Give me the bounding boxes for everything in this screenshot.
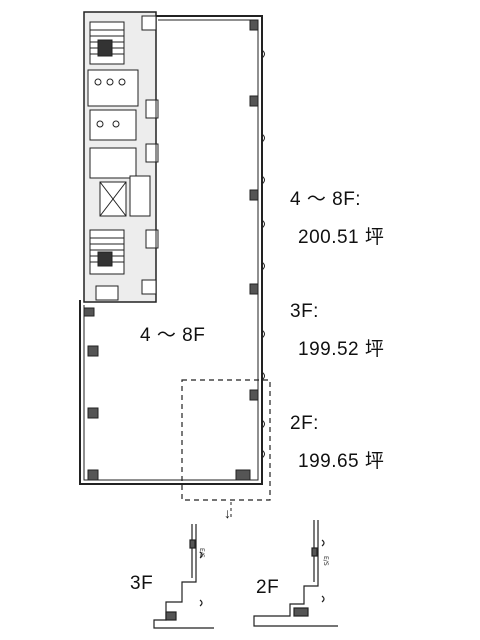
toilets-upper xyxy=(87,69,139,141)
area-floor-label-1: 4 ～ 8F: xyxy=(290,189,362,210)
upper-staircase xyxy=(89,21,125,65)
detail-arrow: ↓ xyxy=(224,505,232,521)
lower-staircase xyxy=(89,229,125,275)
columns xyxy=(83,19,259,481)
svg-text:E/S: E/S xyxy=(198,548,205,558)
service-core xyxy=(83,11,159,303)
area-value-3: 199.65 坪 xyxy=(298,451,385,472)
area-floor-label-3: 2F: xyxy=(290,413,319,434)
area-value-1: 200.51 坪 xyxy=(298,227,385,248)
detail-3f-sketch: E/S xyxy=(153,524,214,629)
detail-2f-sketch: E/S xyxy=(253,520,338,627)
center-floor-label: 4 ～ 8F xyxy=(140,325,206,346)
shafts xyxy=(95,15,159,301)
detail-3f-label: 3F xyxy=(130,573,154,594)
area-value-2: 199.52 坪 xyxy=(298,339,385,360)
area-floor-label-2: 3F: xyxy=(290,301,319,322)
elevator-hall xyxy=(89,147,151,217)
partition xyxy=(84,20,157,303)
window-ticks xyxy=(261,49,265,459)
detail-callout-box xyxy=(181,379,271,501)
detail-2f-label: 2F xyxy=(256,577,280,598)
svg-text:E/S: E/S xyxy=(322,556,329,566)
